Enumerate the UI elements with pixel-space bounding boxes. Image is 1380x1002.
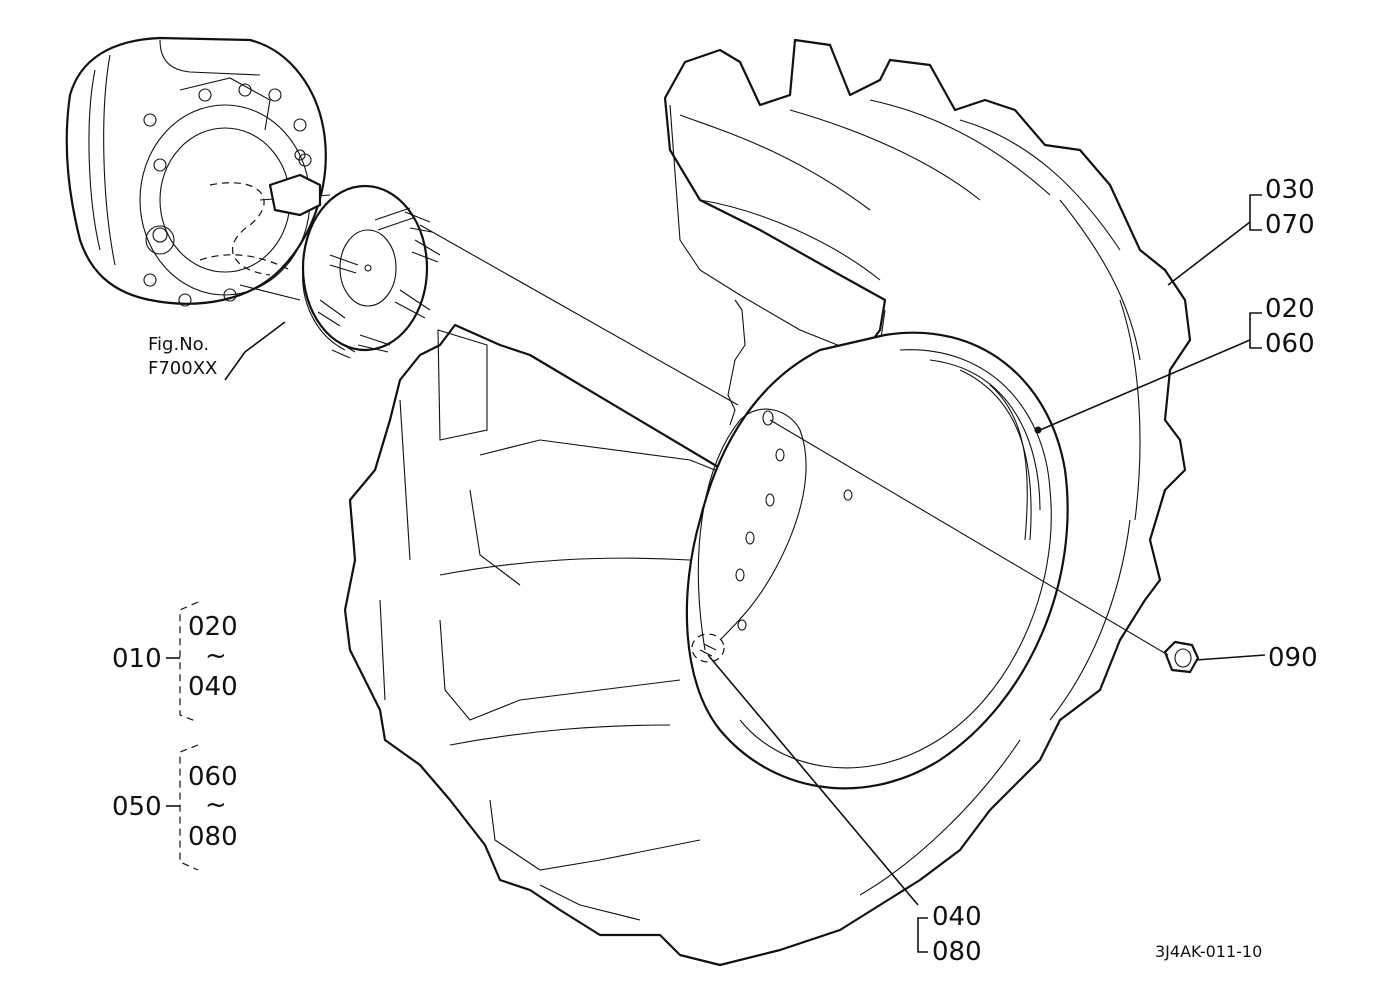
callout-tire-bottom: 070	[1265, 210, 1315, 240]
assembly-050-tilde: ~	[205, 790, 227, 820]
assembly-id-050: 050	[112, 792, 162, 822]
callout-tire-top: 030	[1265, 175, 1315, 205]
assembly-050-to: 080	[188, 822, 238, 852]
leader-lines	[224, 194, 1266, 953]
valve-drawing	[691, 633, 725, 663]
drawing-code: 3J4AK-011-10	[1155, 942, 1262, 961]
fig-ref-line2: F700XX	[148, 358, 217, 379]
wheel-nut-drawing	[1163, 640, 1200, 674]
wheel-rim-drawing	[685, 331, 1069, 790]
assembly-braces	[166, 601, 199, 871]
callout-rim-top: 020	[1265, 294, 1315, 324]
assembly-010-from: 020	[188, 612, 238, 642]
assembly-id-010: 010	[112, 644, 162, 674]
fig-ref-line1: Fig.No.	[148, 334, 209, 355]
callout-valve-bottom: 080	[932, 937, 982, 967]
callout-valve-top: 040	[932, 902, 982, 932]
axle-hub-drawing	[65, 36, 441, 359]
assembly-010-to: 040	[188, 672, 238, 702]
callout-nut: 090	[1268, 643, 1318, 673]
assembly-050-from: 060	[188, 762, 238, 792]
callout-rim-bottom: 060	[1265, 329, 1315, 359]
assembly-010-tilde: ~	[205, 641, 227, 671]
